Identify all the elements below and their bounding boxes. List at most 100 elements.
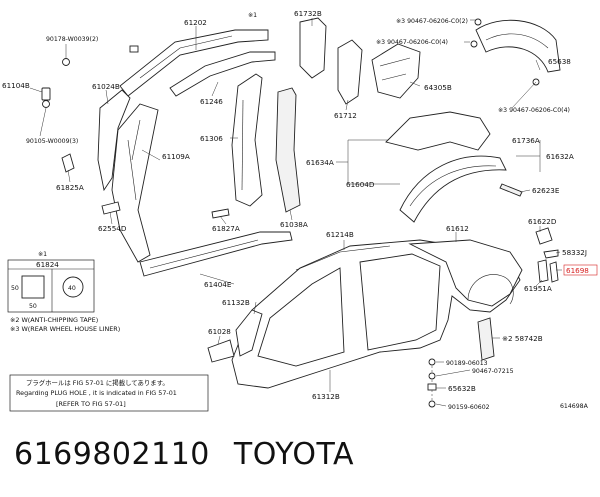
label-61622D[interactable]: 61622D	[528, 217, 557, 226]
label-61632A[interactable]: 61632A	[546, 152, 574, 161]
a-pillar-61024B	[97, 89, 131, 192]
caption-brand: TOYOTA	[233, 437, 355, 472]
inset-dim-diameter: 40	[68, 285, 76, 292]
front-door-opening	[257, 267, 345, 367]
liner-65638	[475, 19, 561, 73]
label-90105[interactable]: 90105-W0009(3)	[26, 138, 78, 145]
label-61312B[interactable]: 61312B	[312, 392, 340, 401]
label-61825A[interactable]: 61825A	[56, 183, 84, 192]
clip-90189	[428, 358, 436, 366]
label-61732B[interactable]: 61732B	[294, 9, 322, 18]
pad-62554D	[101, 201, 121, 215]
nut-90467-07215	[428, 372, 436, 380]
label-61827A[interactable]: 61827A	[212, 224, 240, 233]
label-star1-top: ※1	[248, 12, 257, 19]
inset-dim-width: 50	[29, 303, 37, 310]
part-caption: 6169802110 TOYOTA	[14, 437, 354, 472]
reference-link[interactable]: [REFER TO FIG 57-01]	[56, 400, 126, 408]
pillar-61732B	[299, 17, 327, 79]
bolt-90105	[42, 100, 50, 108]
label-90178[interactable]: 90178-W0039(2)	[46, 36, 98, 43]
label-58332J[interactable]: 58332J	[562, 248, 587, 257]
label-90467-07215[interactable]: 90467-07215	[472, 368, 514, 375]
label-64305B[interactable]: 64305B	[424, 83, 452, 92]
label-62554D[interactable]: 62554D	[98, 224, 127, 233]
label-62623E[interactable]: 62623E	[532, 186, 560, 195]
note-anti-chipping: ※2 W(ANTI-CHIPPING TAPE)	[10, 316, 98, 324]
reference-line-jp: プラグホールは FIG 57-01 に掲載してあります。	[26, 378, 169, 387]
note-wheel-house-liner: ※3 W(REAR WHEEL HOUSE LINER)	[10, 325, 120, 333]
leader-lines	[29, 18, 562, 407]
label-61404E[interactable]: 61404E	[204, 280, 232, 289]
inset-square-patch	[21, 275, 45, 299]
inset-61824: ※1 61824 50 50 40	[7, 251, 95, 313]
quarter-61612	[408, 239, 523, 307]
label-90467-b[interactable]: ※3 90467-06206-C0(4)	[376, 39, 448, 46]
label-61024B[interactable]: 61024B	[92, 82, 120, 91]
rear-door-opening	[359, 253, 441, 351]
bracket-65632B	[427, 383, 437, 391]
plug-hole-reference: プラグホールは FIG 57-01 に掲載してあります。 Regarding P…	[9, 374, 209, 412]
tape-62623E	[499, 183, 523, 197]
pad-61827A	[211, 208, 230, 219]
label-61612[interactable]: 61612	[446, 224, 469, 233]
bracket-61104B	[41, 87, 51, 101]
panel-61712	[337, 39, 363, 105]
parts-diagram: 61202 ※1 61732B 90178-W0039(2) 61104B 61…	[2, 9, 598, 412]
inset-part-number[interactable]: 61824	[36, 260, 59, 269]
rear-inner-group	[337, 18, 561, 223]
bracket-61951A	[537, 259, 549, 283]
label-61306[interactable]: 61306	[200, 134, 223, 143]
tape-58742B	[477, 317, 495, 361]
wheel-house-64305B	[371, 43, 421, 99]
gusset-61028	[207, 339, 235, 363]
inset-star: ※1	[38, 251, 47, 258]
patch-61825A	[61, 153, 75, 173]
label-61604D[interactable]: 61604D	[346, 180, 375, 189]
hinge-58332J	[543, 249, 559, 259]
label-61028[interactable]: 61028	[208, 327, 231, 336]
front-pillar-61109A	[111, 103, 159, 263]
quarter-ext-61632A	[399, 155, 507, 223]
inner-rail-61246	[169, 51, 276, 97]
label-61736A[interactable]: 61736A	[512, 136, 540, 145]
quarter-inner-61736A	[385, 111, 491, 151]
label-61698-highlighted[interactable]: 61698	[566, 266, 589, 275]
lower-61132B	[235, 309, 263, 357]
center-pillar-61306	[231, 73, 263, 207]
label-61712[interactable]: 61712	[334, 111, 357, 120]
part-labels: 61202 ※1 61732B 90178-W0039(2) 61104B 61…	[2, 9, 598, 411]
roof-side-rail-group	[41, 17, 327, 277]
label-58742B[interactable]: ※2 58742B	[502, 334, 543, 343]
highlighted-part-61698	[549, 261, 559, 283]
label-61214B[interactable]: 61214B	[326, 230, 354, 239]
roof-rail-61202	[119, 29, 269, 97]
label-90467-a[interactable]: ※3 90467-06206-C0(2)	[396, 18, 468, 25]
label-61246[interactable]: 61246	[200, 97, 223, 106]
reference-line-en: Regarding PLUG HOLE , it is indicated in…	[16, 389, 177, 397]
label-90467-c[interactable]: ※3 90467-06206-C0(4)	[498, 107, 570, 114]
bolt-90178	[62, 58, 70, 66]
nut-90467-a	[474, 18, 482, 26]
label-65632B[interactable]: 65632B	[448, 384, 476, 393]
bolt-90159	[428, 400, 436, 408]
label-61038A[interactable]: 61038A	[280, 220, 308, 229]
label-61951A[interactable]: 61951A	[524, 284, 552, 293]
label-61132B[interactable]: 61132B	[222, 298, 250, 307]
label-61104B[interactable]: 61104B	[2, 81, 30, 90]
body-side-outer-group	[207, 227, 559, 408]
center-pillar-inner-61038A	[275, 87, 301, 213]
label-90159[interactable]: 90159-60602	[448, 404, 490, 411]
label-90189[interactable]: 90189-06013	[446, 360, 488, 367]
inset-dim-height: 50	[11, 285, 19, 292]
label-61634A[interactable]: 61634A	[306, 158, 334, 167]
highlight-box	[563, 264, 598, 276]
label-61109A[interactable]: 61109A	[162, 152, 190, 161]
label-61202[interactable]: 61202	[184, 18, 207, 27]
clip-61732B	[129, 45, 139, 53]
rocker-61404E	[139, 231, 293, 277]
inset-round-patch	[62, 276, 84, 298]
caption-part-number: 6169802110	[14, 437, 210, 472]
label-65638[interactable]: 65638	[548, 57, 571, 66]
nut-90467-b	[470, 40, 478, 48]
